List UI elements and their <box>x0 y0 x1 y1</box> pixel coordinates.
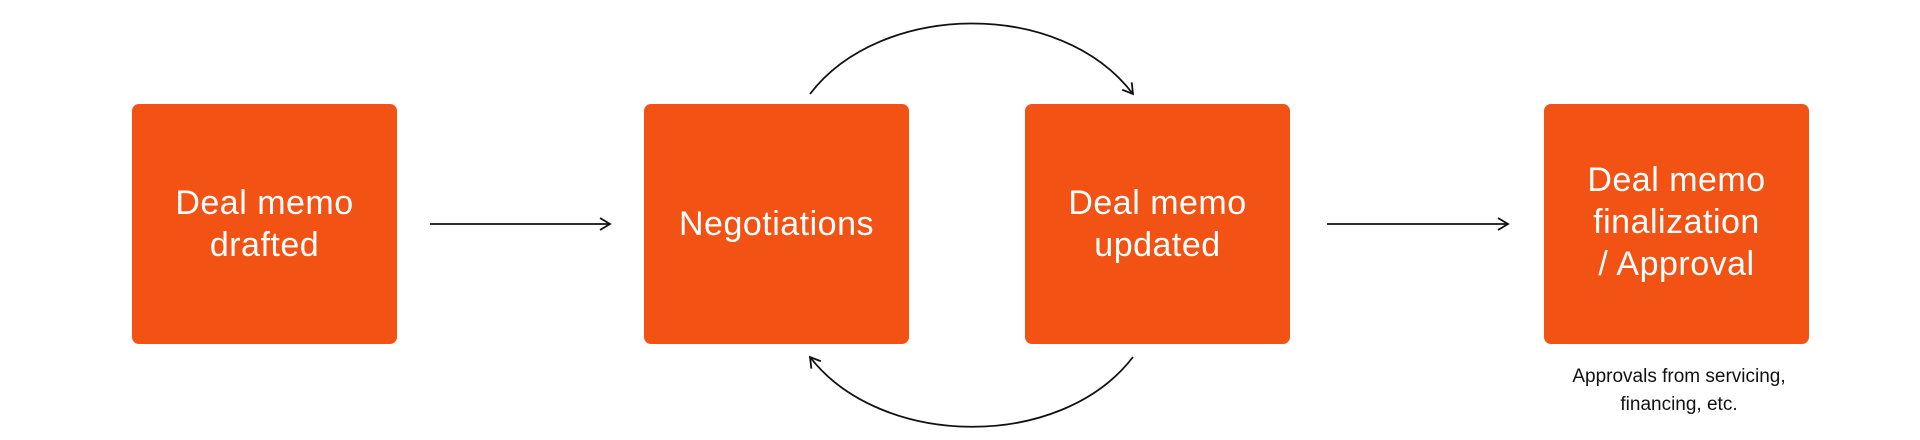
arrow-updated-to-negotiations <box>808 355 1134 428</box>
step-label: Deal memo drafted <box>175 184 354 264</box>
arrow-negotiations-to-updated <box>809 22 1135 96</box>
step-deal-memo-drafted: Deal memo drafted <box>132 104 397 344</box>
approval-note: Approvals from servicing, financing, etc… <box>1572 366 1786 415</box>
step-deal-memo-finalization: Deal memo finalization / Approval <box>1544 104 1809 344</box>
step-negotiations: Negotiations <box>644 104 909 344</box>
step-label: Negotiations <box>678 205 874 243</box>
step-label: Deal memo finalization / Approval <box>1587 160 1766 283</box>
step-label: Deal memo updated <box>1068 184 1247 264</box>
step-deal-memo-updated: Deal memo updated <box>1025 104 1290 344</box>
